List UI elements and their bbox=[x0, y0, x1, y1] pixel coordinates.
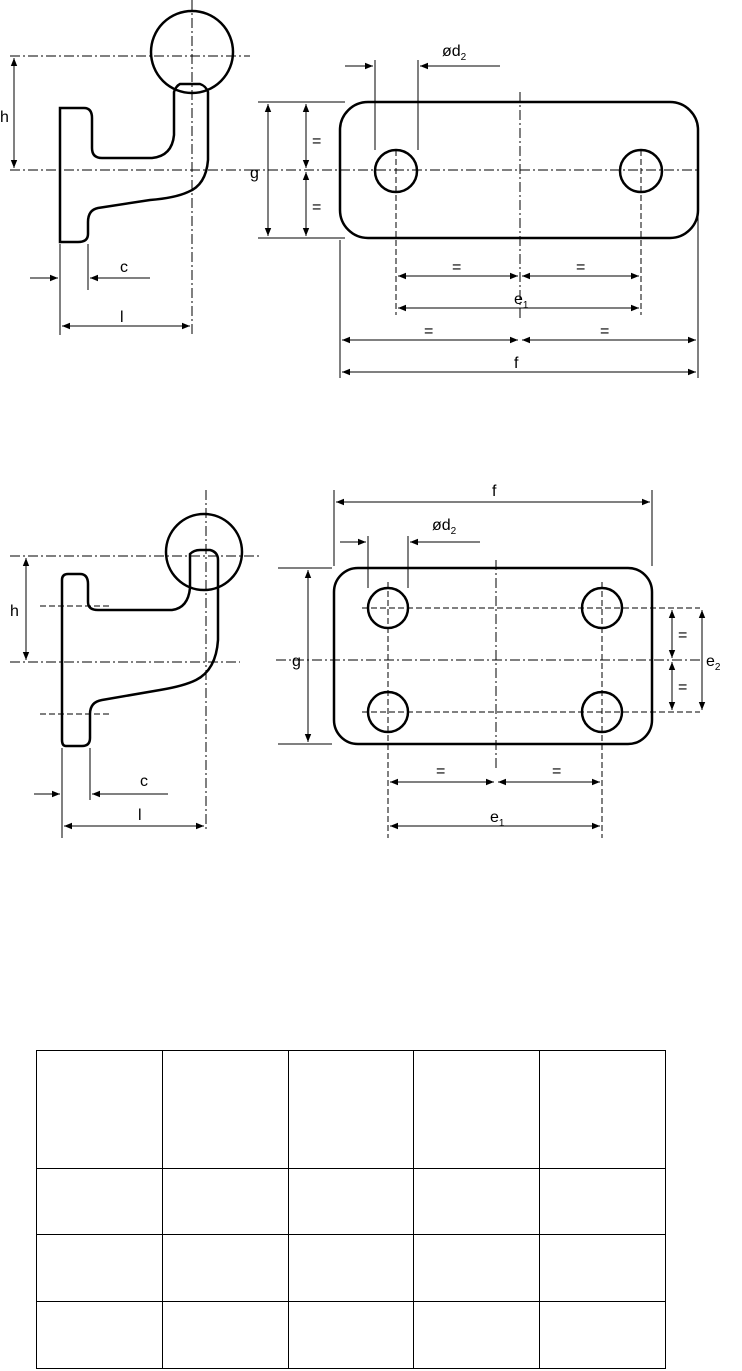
table-cell bbox=[161, 1301, 289, 1369]
table-cell bbox=[161, 1050, 289, 1169]
label-h-top: h bbox=[0, 109, 9, 126]
table-cell bbox=[539, 1301, 666, 1369]
dimensions-table-body bbox=[36, 1050, 666, 1369]
label-c-bottom: c bbox=[140, 773, 148, 790]
label-eq-f-left-top: = bbox=[424, 323, 433, 340]
table-row bbox=[36, 1168, 666, 1235]
label-l-top: l bbox=[120, 309, 124, 326]
table-row bbox=[36, 1234, 666, 1302]
table-cell bbox=[413, 1050, 541, 1169]
label-e1-top: e1 bbox=[514, 291, 529, 311]
label-eq-e1-left-bottom: = bbox=[436, 763, 445, 780]
ball-bottom bbox=[164, 512, 244, 592]
table-cell bbox=[287, 1050, 415, 1169]
label-d2-bottom: ød2 bbox=[432, 517, 457, 537]
table-cell bbox=[287, 1168, 415, 1235]
label-eq-lower-top: = bbox=[312, 199, 321, 216]
table-row bbox=[36, 1050, 666, 1169]
label-eq-f-right-top: = bbox=[600, 323, 609, 340]
label-e1-bottom: e1 bbox=[490, 809, 505, 829]
label-g-bottom: g bbox=[292, 653, 301, 670]
table-cell bbox=[36, 1301, 163, 1369]
table-cell bbox=[161, 1234, 289, 1302]
table-cell bbox=[539, 1050, 666, 1169]
label-eq-e1-left-top: = bbox=[452, 259, 461, 276]
table-cell bbox=[161, 1168, 289, 1235]
label-l-bottom: l bbox=[138, 807, 142, 824]
label-f-top: f bbox=[514, 355, 519, 372]
hook-body-bottom bbox=[60, 548, 220, 748]
label-eq-lower-bottom: = bbox=[678, 679, 687, 696]
label-c-top: c bbox=[120, 259, 128, 276]
label-f-bottom: f bbox=[492, 483, 497, 500]
drawing-top: h c l g = = ød2 = = e1 = = f bbox=[0, 0, 700, 378]
dimensions-table bbox=[36, 1050, 666, 1369]
plate-top bbox=[338, 100, 700, 240]
table-cell bbox=[36, 1050, 163, 1169]
label-g-top: g bbox=[250, 165, 259, 182]
drawing-bottom: f ød2 h g = = e2 c l = = e1 bbox=[10, 483, 721, 838]
label-eq-e1-right-top: = bbox=[576, 259, 585, 276]
table-cell bbox=[36, 1234, 163, 1302]
table-cell bbox=[287, 1234, 415, 1302]
label-h-bottom: h bbox=[10, 603, 19, 620]
label-eq-upper-top: = bbox=[312, 133, 321, 150]
table-cell bbox=[287, 1301, 415, 1369]
label-e2-bottom: e2 bbox=[706, 653, 721, 673]
table-cell bbox=[413, 1301, 541, 1369]
table-cell bbox=[539, 1168, 666, 1235]
label-d2-top: ød2 bbox=[442, 43, 467, 63]
hook-body-top bbox=[58, 82, 210, 244]
table-row bbox=[36, 1301, 666, 1369]
table-cell bbox=[413, 1234, 541, 1302]
label-eq-upper-bottom: = bbox=[678, 627, 687, 644]
table-cell bbox=[413, 1168, 541, 1235]
table-cell bbox=[539, 1234, 666, 1302]
plate-bottom bbox=[332, 566, 654, 746]
table-cell bbox=[36, 1168, 163, 1235]
label-eq-e1-right-bottom: = bbox=[552, 763, 561, 780]
